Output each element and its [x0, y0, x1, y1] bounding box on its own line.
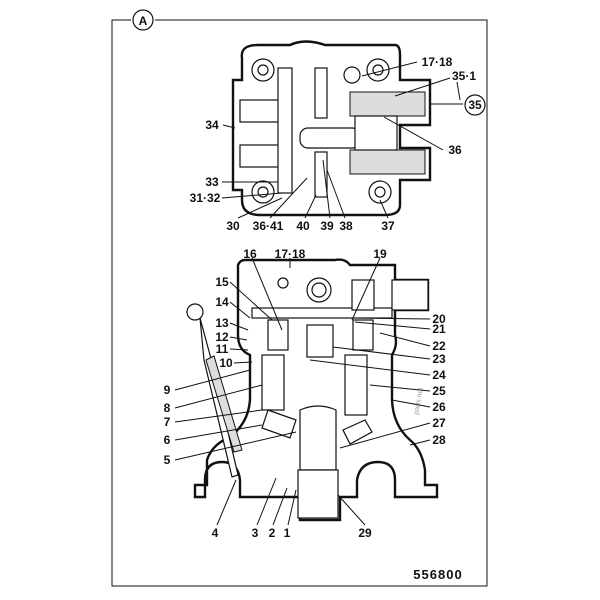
frame-border: [111, 19, 488, 587]
watermark-text: parts.net: [413, 387, 425, 415]
label-29: 29: [358, 526, 372, 540]
section-view-labels: 16 17·18 19 15 14 13 20 21 12 11 22 23 1…: [164, 247, 446, 540]
label-21: 21: [432, 322, 446, 336]
label-28: 28: [432, 433, 446, 447]
label-25: 25: [432, 384, 446, 398]
label-15: 15: [215, 275, 229, 289]
label-38: 38: [339, 219, 353, 233]
label-26: 26: [432, 400, 446, 414]
label-36-41: 36·41: [253, 219, 284, 233]
label-10: 10: [219, 356, 233, 370]
label-9: 9: [164, 383, 171, 397]
label-8: 8: [164, 401, 171, 415]
label-34: 34: [205, 118, 219, 132]
callout-circle-35: [464, 94, 486, 116]
label-19: 19: [373, 247, 387, 261]
label-2: 2: [269, 526, 276, 540]
label-36: 36: [448, 143, 462, 157]
label-22: 22: [432, 339, 446, 353]
view-marker: A: [139, 14, 148, 28]
label-14: 14: [215, 295, 229, 309]
section-view-leader-lines: [174, 257, 431, 526]
label-11: 11: [216, 342, 229, 356]
view-marker-circle: [132, 9, 154, 31]
label-30: 30: [226, 219, 240, 233]
label-31-32: 31·32: [190, 191, 221, 205]
label-17-18: 17·18: [275, 247, 306, 261]
label-13: 13: [215, 316, 229, 330]
top-view-leader-lines: [221, 61, 463, 219]
label-37: 37: [381, 219, 395, 233]
label-20: 20: [432, 312, 446, 326]
label-23: 23: [432, 352, 446, 366]
label-35: 35: [468, 98, 482, 112]
label-33: 33: [205, 175, 219, 189]
label-4: 4: [212, 526, 219, 540]
label-16: 16: [243, 247, 257, 261]
dipstick: [186, 303, 243, 478]
label-6: 6: [164, 433, 171, 447]
label-12: 12: [215, 330, 229, 344]
label-5: 5: [164, 453, 171, 467]
figure-number: 556800: [413, 567, 462, 582]
label-17-18: 17·18: [422, 55, 453, 69]
label-7: 7: [164, 415, 171, 429]
label-24: 24: [432, 368, 446, 382]
top-view-valve-body: [231, 40, 432, 217]
section-view-motor-body: [193, 258, 439, 522]
label-35-1: 35·1: [452, 69, 476, 83]
label-1: 1: [284, 526, 291, 540]
label-3: 3: [252, 526, 259, 540]
label-27: 27: [432, 416, 446, 430]
label-39: 39: [320, 219, 334, 233]
label-40: 40: [296, 219, 310, 233]
top-view-labels: 17·18 35·1 35 34 36 33 31·32 30 36·41 40…: [190, 55, 482, 233]
